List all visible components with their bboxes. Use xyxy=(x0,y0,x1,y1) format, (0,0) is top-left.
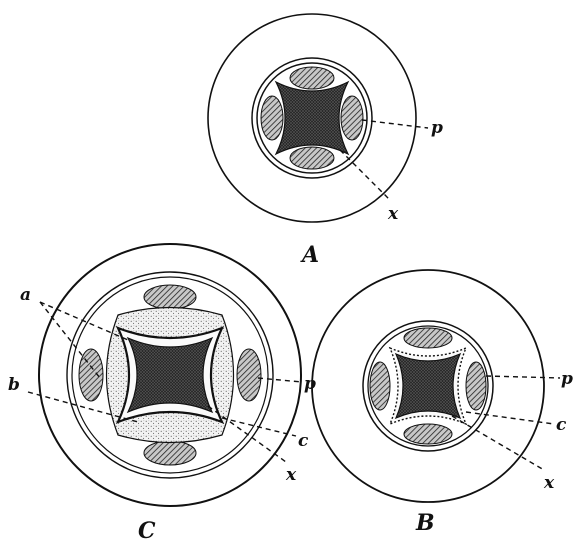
panel-a-xylem-star xyxy=(276,82,348,154)
panel-c-xylem-star xyxy=(128,338,212,412)
panel-c: a b p c x C xyxy=(8,244,316,544)
panel-a-caption: A xyxy=(300,242,319,268)
panel-b-p-leader xyxy=(486,376,560,378)
panel-a-x-leader xyxy=(340,150,390,200)
panel-b: p c x B xyxy=(312,270,573,536)
panel-c-label-c: c xyxy=(298,431,309,451)
panel-c-label-a: a xyxy=(20,285,31,305)
panel-b-label-p: p xyxy=(561,369,573,389)
panel-b-label-c: c xyxy=(556,415,567,435)
panel-c-label-p: p xyxy=(304,374,316,394)
panel-c-a-leader-upper xyxy=(40,302,128,340)
panel-c-label-b: b xyxy=(8,375,20,395)
panel-b-caption: B xyxy=(415,510,435,536)
panel-b-xylem-star xyxy=(396,354,460,418)
panel-c-caption: C xyxy=(138,518,156,544)
panel-c-p-leader xyxy=(258,378,302,382)
panel-c-label-x: x xyxy=(285,465,297,485)
panel-c-a-leader-lower xyxy=(40,302,100,378)
panel-b-label-x: x xyxy=(543,473,555,493)
panel-c-c-leader xyxy=(222,418,296,436)
panel-a-label-x: x xyxy=(387,204,399,224)
panel-a: p x A xyxy=(208,14,443,268)
panel-a-label-p: p xyxy=(431,118,443,138)
